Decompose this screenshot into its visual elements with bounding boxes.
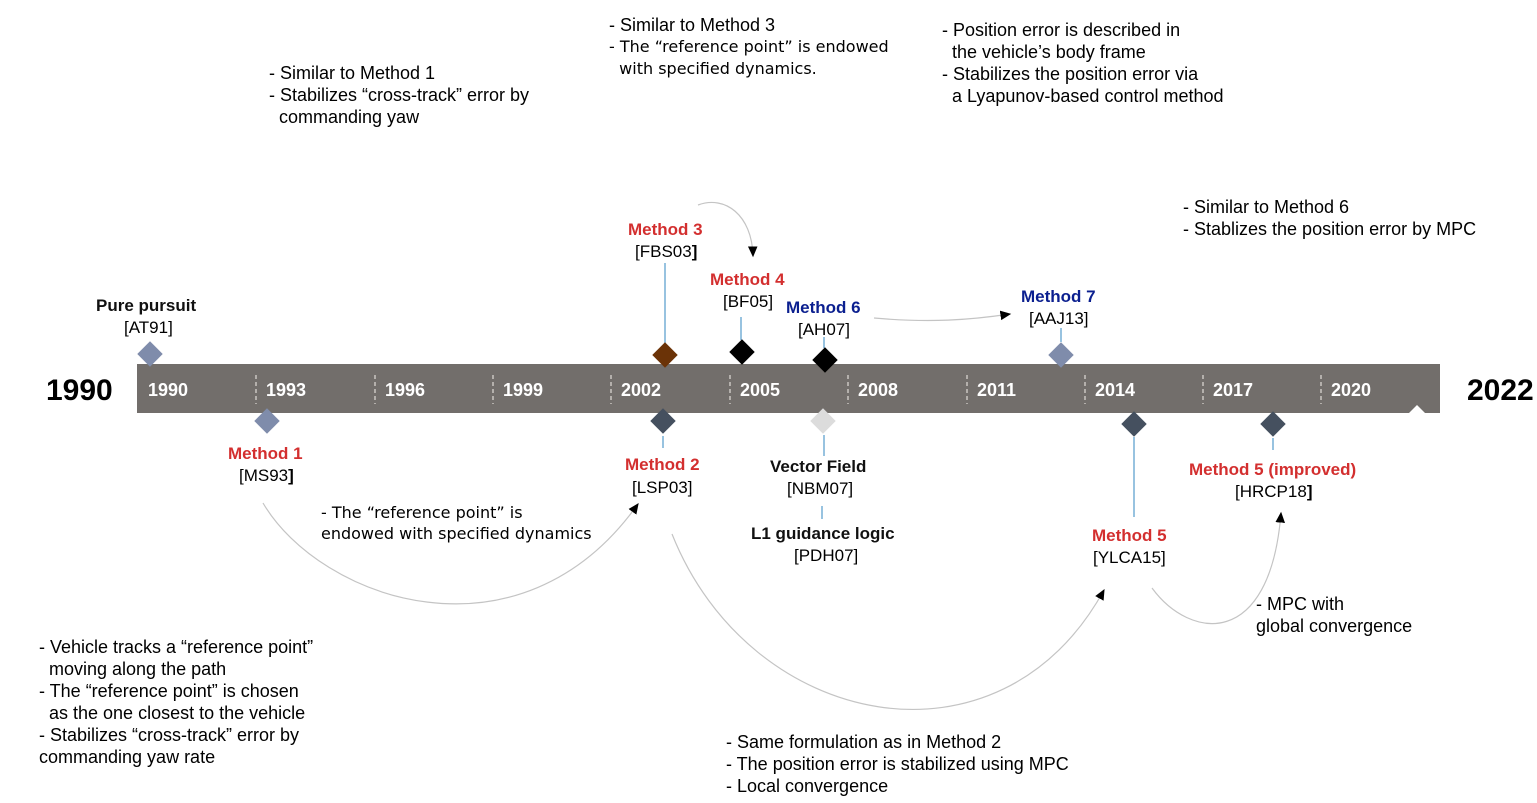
stem-lines [662, 263, 1274, 519]
method1-ref: [MS93] [239, 466, 294, 485]
note-line: - Position error is described in [942, 20, 1181, 40]
note-line: commanding yaw [269, 107, 420, 127]
note-m5-to-m5i: - MPC with global convergence [1256, 593, 1412, 637]
axis-year-2020: 2020 [1331, 380, 1372, 400]
arrow-m1-to-m2 [262, 502, 639, 605]
l1-guidance-title: L1 guidance logic [751, 524, 895, 543]
axis-year-1999: 1999 [503, 380, 544, 400]
method4-ref: [BF05] [723, 292, 774, 311]
note-method7-desc: - Similar to Method 6 - Stablizes the po… [1183, 196, 1476, 240]
diamond-method3 [652, 342, 678, 368]
note-line: - Local convergence [726, 776, 889, 796]
note-line: moving along the path [39, 659, 227, 679]
note-line: - Similar to Method 3 [609, 15, 776, 35]
note-line: global convergence [1256, 616, 1413, 636]
note-line: - Similar to Method 6 [1183, 197, 1350, 217]
note-method6-desc: - Position error is described in the veh… [942, 19, 1224, 107]
method5-title: Method 5 [1092, 526, 1167, 545]
note-line: - The position error is stabilized using… [726, 754, 1069, 774]
vector-field-ref: [NBM07] [787, 479, 854, 498]
diamond-method5-improved [1260, 411, 1286, 437]
note-line: - Stabilizes “cross-track” error by [269, 85, 530, 105]
axis-year-2014: 2014 [1095, 380, 1136, 400]
note-line: - MPC with [1256, 594, 1345, 614]
diamond-method6 [812, 347, 838, 373]
method7-title: Method 7 [1021, 287, 1096, 306]
note-line: - The “reference point” is chosen [39, 681, 299, 701]
method4-title: Method 4 [710, 270, 785, 289]
pure-pursuit-title: Pure pursuit [96, 296, 197, 315]
diamond-method7 [1048, 342, 1074, 368]
note-line: - The “reference point” is [321, 503, 523, 522]
note-m1-to-m2: - The “reference point” is endowed with … [321, 502, 592, 544]
method6-ref: [AH07] [798, 320, 850, 339]
note-line: - Stablizes the position error by MPC [1183, 219, 1477, 239]
note-line: - The “reference point” is endowed [609, 37, 889, 56]
note-line: commanding yaw rate [39, 747, 216, 767]
arrow-m3-to-m4 [697, 201, 758, 258]
pure-pursuit-ref: [AT91] [124, 318, 173, 337]
axis-year-2008: 2008 [858, 380, 899, 400]
method5-ref: [YLCA15] [1093, 548, 1166, 567]
note-line: as the one closest to the vehicle [39, 703, 306, 723]
start-year: 1990 [46, 374, 113, 407]
end-year: 2022 [1467, 374, 1534, 407]
note-line: - Stabilizes the position error via [942, 64, 1199, 84]
axis-year-1993: 1993 [266, 380, 307, 400]
method5-improved-title: Method 5 (improved) [1189, 460, 1357, 479]
axis-year-1990: 1990 [148, 380, 189, 400]
method6-title: Method 6 [786, 298, 861, 317]
note-similar-method3: - Similar to Method 3 - The “reference p… [609, 14, 889, 80]
note-line: endowed with specified dynamics [321, 524, 592, 543]
arrow-m6-to-m7 [873, 310, 1012, 322]
note-similar-method1: - Similar to Method 1 - Stabilizes “cros… [269, 62, 529, 128]
note-line: - Same formulation as in Method 2 [726, 732, 1002, 752]
diamond-pure-pursuit [137, 341, 163, 367]
year-ticks [255, 375, 1322, 404]
diamond-vector-field [810, 408, 836, 434]
axis-year-1996: 1996 [385, 380, 426, 400]
vector-field-title: Vector Field [770, 457, 867, 476]
note-line: - Vehicle tracks a “reference point” [39, 637, 314, 657]
diamond-method4 [729, 339, 755, 365]
method7-ref: [AAJ13] [1029, 309, 1089, 328]
note-line: - Similar to Method 1 [269, 63, 436, 83]
timeline-end-notch [1409, 405, 1425, 413]
axis-year-2002: 2002 [621, 380, 662, 400]
l1-guidance-ref: [PDH07] [794, 546, 859, 565]
axis-year-2017: 2017 [1213, 380, 1254, 400]
axis-year-2011: 2011 [977, 380, 1017, 400]
arrow-m2-to-m5 [671, 533, 1105, 710]
note-line: - Stabilizes “cross-track” error by [39, 725, 300, 745]
diamond-method1 [254, 408, 280, 434]
note-line: the vehicle’s body frame [942, 42, 1146, 62]
axis-year-2005: 2005 [740, 380, 781, 400]
note-line: a Lyapunov-based control method [942, 86, 1224, 106]
method2-ref: [LSP03] [632, 478, 693, 497]
method1-title: Method 1 [228, 444, 303, 463]
arrow-m5-to-m5i [1151, 511, 1286, 625]
note-m2-to-m5: - Same formulation as in Method 2 - The … [726, 731, 1069, 797]
method3-title: Method 3 [628, 220, 703, 239]
method3-ref: [FBS03] [635, 242, 698, 261]
timeline-bar [137, 364, 1440, 413]
diamond-method2 [650, 408, 676, 434]
diamond-method5 [1121, 411, 1147, 437]
note-method1-desc: - Vehicle tracks a “reference point” mov… [39, 636, 313, 768]
note-line: with specified dynamics. [609, 59, 817, 78]
method2-title: Method 2 [625, 455, 700, 474]
method5-improved-ref: [HRCP18] [1235, 482, 1313, 501]
